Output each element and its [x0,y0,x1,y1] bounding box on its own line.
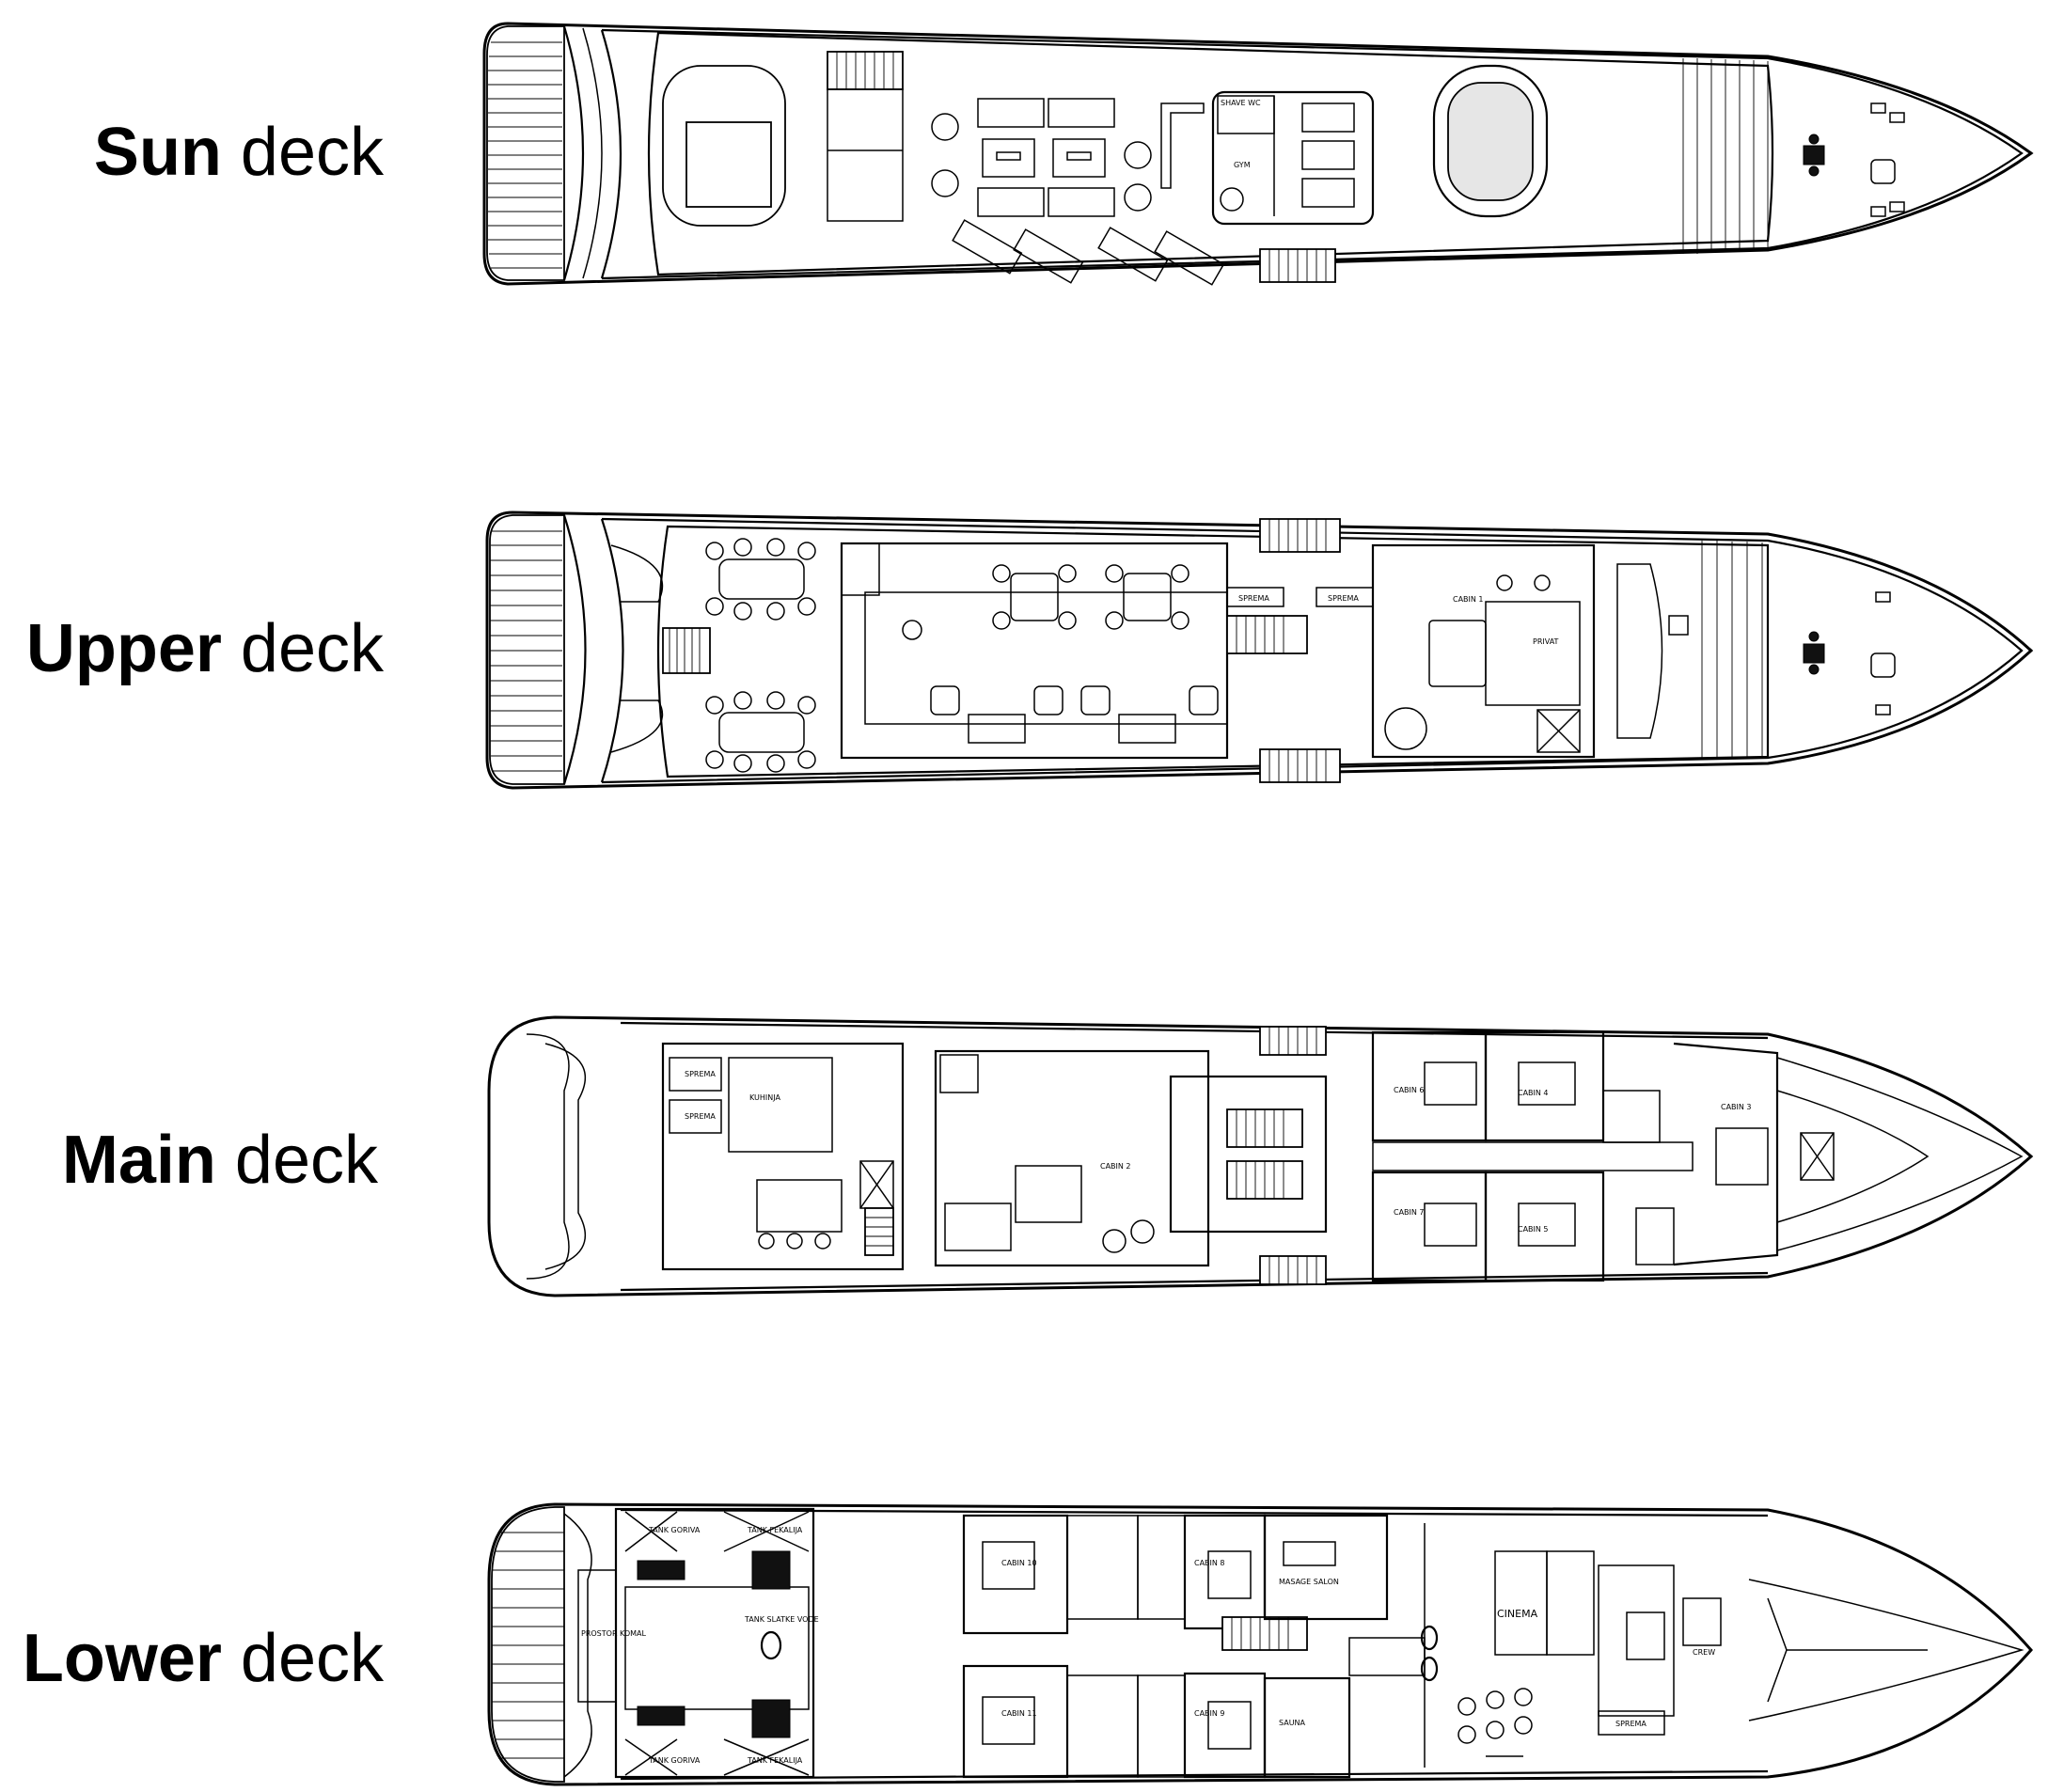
sun-stern-platform [486,25,565,281]
upper-room-label-cabin-1: CABIN 1 [1453,595,1484,604]
lower-room-label-sauna: SAUNA [1279,1719,1306,1727]
lower-room-label-cinema: CINEMA [1497,1608,1538,1620]
main-corridor [1372,1141,1694,1171]
lower-cabins: CABIN 10 CABIN 8 CABIN 11 CABIN 9 [962,1514,1267,1779]
sun-deck-plan: SHAVE WC GYM [482,22,2034,286]
main-cabin-3 [1673,1042,1779,1266]
upper-deck-label-rest: deck [221,611,384,686]
lower-room-label-prostor-komal: PROSTOR KOMAL [581,1629,647,1638]
lower-crew: CREW SPREMA [1598,1564,1722,1736]
sun-deck-label-rest: deck [221,115,384,190]
main-room-label-cabin-5: CABIN 5 [1518,1225,1549,1234]
lower-room-label-tank-fekalija-1: TANK FEKALIJA [747,1526,803,1534]
main-deck-label-bold: Main [61,1123,216,1198]
main-room-label-sprema-2: SPREMA [685,1112,716,1121]
lower-deck-label: Lower deck [0,1625,384,1692]
sun-sunbeds [952,219,1225,286]
sun-deck-label: Sun deck [0,118,384,186]
main-deck-label: Main deck [0,1126,378,1194]
upper-aft-tables [705,538,816,773]
lower-room-label-tank-goriva-1: TANK GORIVA [648,1526,701,1534]
lower-deck-label-rest: deck [221,1621,384,1696]
upper-stairs-top [1259,518,1341,553]
upper-stairs-bottom [1259,748,1341,783]
main-room-label-cabin-6: CABIN 6 [1394,1086,1425,1094]
lower-deck-plan: TANK GORIVA TANK FEKALIJA PROSTOR KOMAL … [487,1502,2033,1786]
sun-radar-dome [1447,82,1534,201]
lower-room-label-masage-salon: MASAGE SALON [1279,1578,1339,1586]
main-room-label-kuhinja: KUHINJA [749,1093,780,1102]
lower-room-label-tank-slatke-vode: TANK SLATKE VODE [744,1615,819,1624]
lower-room-label-sprema: SPREMA [1615,1720,1646,1728]
sun-room-label-gym: GYM [1234,161,1251,169]
main-room-label-cabin-7: CABIN 7 [1394,1208,1425,1217]
sun-dining-table [931,98,1152,217]
lower-room-label-cabin-10: CABIN 10 [1001,1559,1037,1567]
lower-room-label-cabin-11: CABIN 11 [1001,1709,1037,1718]
main-deck-label-rest: deck [215,1123,378,1198]
upper-mid-stairs [1226,615,1308,654]
sun-deck-label-bold: Sun [93,115,222,190]
sun-radar-dome-outer [1432,64,1549,218]
upper-bow-winch [1803,591,1896,715]
upper-stern-platform [489,514,565,785]
lower-engine-room: TANK GORIVA TANK FEKALIJA PROSTOR KOMAL … [577,1507,819,1779]
main-stair-hall [1169,1075,1328,1234]
main-guest-cabins: CABIN 6 CABIN 4 CABIN 3 CABIN 7 CABIN 5 [1371,1030,1752,1282]
sun-bow-winch [1803,102,1905,217]
upper-deck-label: Upper deck [0,615,384,683]
main-room-label-cabin-4: CABIN 4 [1518,1089,1549,1097]
upper-room-label-privat: PRIVAT [1533,637,1559,646]
lower-room-label-tank-goriva-2: TANK GORIVA [648,1756,701,1765]
lower-massage-salon [1263,1514,1389,1621]
upper-aft-stairs [662,627,711,674]
main-room-label-cabin-2: CABIN 2 [1100,1162,1131,1171]
lower-room-label-cabin-8: CABIN 8 [1194,1559,1225,1567]
upper-owner-cabin: CABIN 1 PRIVAT [1371,543,1596,759]
main-deck-plan: SPREMA KUHINJA SPREMA CABIN 2 [487,1015,2034,1297]
lower-room-label-tank-fekalija-2: TANK FEKALIJA [747,1756,803,1765]
sun-foredeck-hatch [1682,58,1769,254]
sun-gym: SHAVE WC GYM [1211,90,1375,226]
upper-room-label-sprema-2: SPREMA [1328,594,1359,603]
lower-room-label-cabin-9: CABIN 9 [1194,1709,1225,1718]
lower-stern-platform [491,1506,565,1783]
upper-wheelhouse [1616,563,1663,739]
upper-sprema-1 [1226,587,1284,607]
lower-sauna [1263,1676,1351,1779]
main-room-label-cabin-3: CABIN 3 [1721,1103,1752,1111]
lower-room-label-crew: CREW [1693,1648,1715,1657]
sun-jacuzzi [685,121,772,208]
lower-cinema: CINEMA [1424,1523,1595,1768]
upper-room-label-sprema-1: SPREMA [1238,594,1269,603]
main-room-label-sprema-1: SPREMA [685,1070,716,1078]
lower-deck-label-bold: Lower [22,1621,222,1696]
upper-deck-plan: SPREMA SPREMA CABIN 1 PRIVAT [485,511,2034,790]
main-galley: SPREMA KUHINJA SPREMA [661,1042,905,1271]
upper-deck-label-bold: Upper [25,611,222,686]
upper-foredeck-hatch [1701,541,1763,760]
main-cabin-2: CABIN 2 [934,1049,1210,1267]
sun-room-label-shave-wc: SHAVE WC [1221,99,1261,107]
